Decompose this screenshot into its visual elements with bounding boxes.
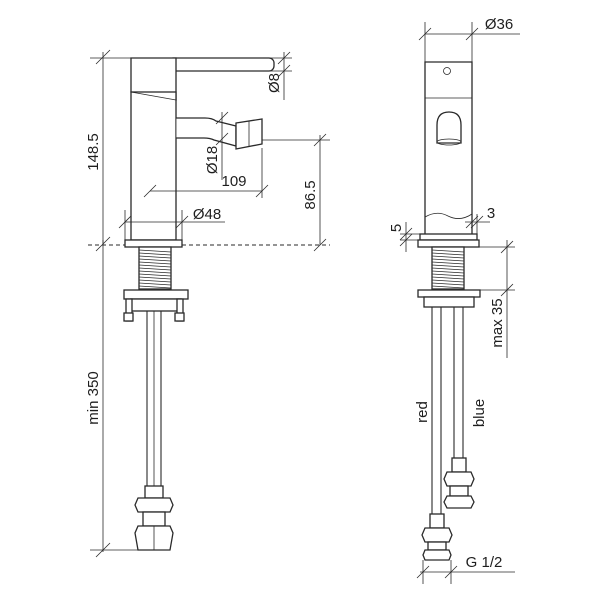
hose-nut-upper <box>134 497 174 513</box>
dim-max-thickness: max 35 <box>489 298 506 347</box>
dim-min-length: min 350 <box>85 371 102 424</box>
lever-handle <box>167 57 275 72</box>
dim-lever-diameter: Ø8 <box>266 73 283 93</box>
thread-line <box>138 282 172 286</box>
hose-ferrule <box>144 485 164 499</box>
thread-line <box>431 279 465 283</box>
dim-connection-thread: G 1/2 <box>466 554 503 571</box>
label-red-hose: red <box>414 401 431 423</box>
side-body <box>424 61 473 241</box>
thread-line <box>431 267 465 271</box>
thread-line <box>431 264 465 268</box>
fixing-plate <box>123 289 189 300</box>
thread-line <box>431 252 465 256</box>
dim-base-offset: 3 <box>487 205 495 222</box>
front-view <box>123 57 275 551</box>
thread-line <box>138 273 172 277</box>
fixing-nut <box>130 298 182 312</box>
dim-spout-reach: 109 <box>221 173 246 190</box>
thread-line <box>138 258 172 262</box>
thread-line <box>138 279 172 283</box>
dim-body-diameter: Ø36 <box>485 16 513 33</box>
thread-line <box>138 276 172 280</box>
side-base <box>419 233 478 241</box>
mixer-body <box>130 91 177 241</box>
spout-opening <box>436 111 462 144</box>
thread-line <box>138 252 172 256</box>
thread-line <box>431 276 465 280</box>
label-blue-hose: blue <box>471 399 488 427</box>
thread-line <box>431 261 465 265</box>
thread-line <box>431 285 465 289</box>
thread-line <box>431 258 465 262</box>
thread-line <box>431 270 465 274</box>
front-dimensions: 148.5 min 350 Ø8 Ø18 109 Ø48 <box>85 49 330 558</box>
dim-base-height: 5 <box>388 224 405 232</box>
thread-line <box>431 273 465 277</box>
thread-line <box>138 249 172 253</box>
base-flange <box>124 239 183 248</box>
thread-line <box>138 285 172 289</box>
thread-line <box>138 255 172 259</box>
thread-line <box>138 270 172 274</box>
side-shank-threads <box>431 249 465 289</box>
side-dimensions: Ø36 5 3 max 35 red blue G 1/2 <box>388 16 520 584</box>
shank-threads <box>138 249 172 289</box>
thread-line <box>138 261 172 265</box>
dim-total-height: 148.5 <box>85 133 102 171</box>
break-line <box>424 212 473 219</box>
dim-outlet-height: 86.5 <box>302 180 319 209</box>
spout <box>176 117 237 147</box>
side-view <box>417 61 481 561</box>
thread-line <box>431 255 465 259</box>
thread-line <box>138 267 172 271</box>
lever-pin-hole <box>443 67 451 75</box>
thread-line <box>138 264 172 268</box>
thread-line <box>431 249 465 253</box>
dim-base-diameter: Ø48 <box>193 206 221 223</box>
thread-line <box>431 282 465 286</box>
dim-spout-diameter: Ø18 <box>204 146 221 174</box>
